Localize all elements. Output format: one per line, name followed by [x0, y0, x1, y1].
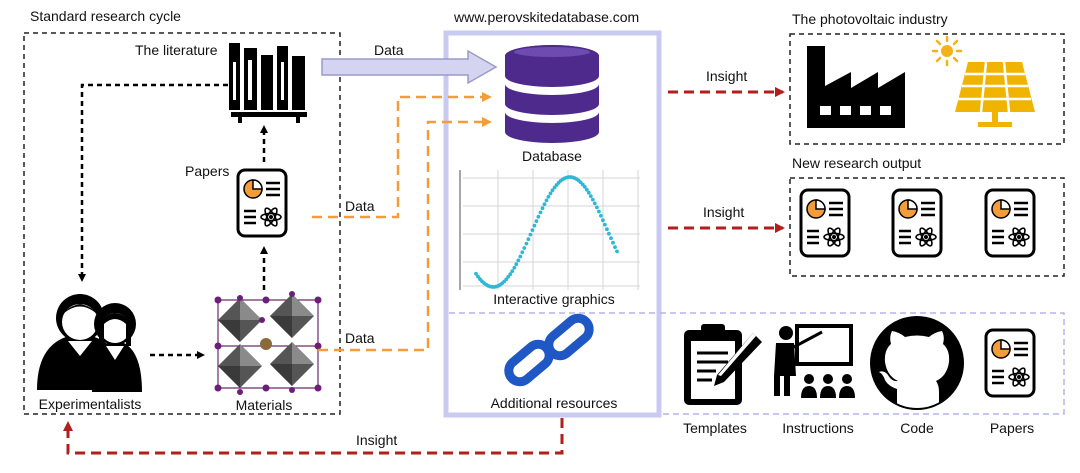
sine-dot: [603, 222, 607, 227]
insight-label-output: Insight: [703, 204, 745, 220]
templates-label: Templates: [683, 420, 747, 436]
materials-label: Materials: [235, 397, 293, 413]
website-label: www.perovskitedatabase.com: [454, 9, 640, 25]
sine-dot: [590, 197, 595, 202]
insight-label-bottom: Insight: [356, 432, 398, 448]
sine-dot: [510, 269, 515, 273]
sine-dot: [508, 272, 513, 277]
sine-dot: [586, 190, 591, 195]
sine-dot: [514, 262, 519, 267]
sine-dot: [601, 218, 605, 223]
sine-dot: [512, 265, 517, 270]
resources-paper-icon: [984, 328, 1036, 398]
research-cycle-frame: [23, 32, 341, 415]
sine-dot: [550, 188, 555, 193]
sine-dot: [524, 241, 529, 246]
resources-papers-label: Papers: [989, 420, 1035, 436]
sine-dot: [582, 185, 587, 189]
teacher-presentation-icon: [774, 324, 855, 398]
industry-title: The photovoltaic industry: [792, 11, 948, 27]
sine-dot: [615, 249, 619, 254]
sun-icon: [931, 35, 963, 67]
sine-dot: [532, 223, 537, 228]
sine-dot: [607, 231, 611, 236]
instructions-label: Instructions: [782, 420, 854, 436]
sine-dot: [506, 275, 511, 279]
github-icon: [870, 316, 964, 410]
sine-dot: [613, 245, 617, 250]
output-paper-icon-3: [984, 188, 1036, 258]
additional-resources-label: Additional resources: [490, 395, 618, 411]
new-output-frame: [789, 177, 1065, 277]
experimentalists-icon: [37, 294, 142, 392]
sine-dot: [520, 250, 525, 255]
insight-label-industry: Insight: [706, 68, 748, 84]
output-paper-icon-2: [891, 188, 943, 258]
sine-dot: [522, 246, 527, 250]
sine-dot: [588, 194, 593, 199]
sine-dot: [534, 219, 539, 224]
sine-dot: [526, 237, 531, 242]
sine-dot: [536, 214, 541, 219]
sine-dot: [538, 210, 543, 215]
sine-dot: [548, 191, 553, 196]
papers-label: Papers: [185, 163, 230, 179]
sine-dot: [611, 240, 615, 245]
interactive-graphics-icon: [459, 170, 640, 290]
data-label-literature: Data: [374, 42, 404, 58]
chain-link-icon: [504, 313, 594, 387]
database-icon: [505, 45, 599, 143]
sine-dot: [518, 254, 523, 259]
data-arrow-materials: [318, 117, 492, 352]
sine-dot: [597, 209, 601, 214]
sine-dot: [530, 228, 535, 233]
materials-icon: [214, 291, 322, 395]
papers-icon: [236, 168, 288, 238]
interactive-graphics-label: Interactive graphics: [493, 291, 615, 307]
sine-dot: [516, 258, 521, 263]
database-column-frame: [443, 30, 662, 418]
sine-dot: [540, 206, 545, 211]
industry-frame: [789, 33, 1065, 145]
sine-dot: [544, 198, 549, 203]
cycle-arrow-literature-to-experimentalists: [78, 83, 228, 282]
code-label: Code: [900, 420, 934, 436]
sine-dot: [546, 194, 551, 199]
data-arrow-papers: [312, 92, 492, 219]
data-label-materials: Data: [345, 330, 375, 346]
sine-dot: [599, 213, 603, 218]
sine-dot: [474, 271, 478, 276]
sine-dot: [605, 227, 609, 232]
sine-dot: [592, 201, 597, 206]
resources-frame: [660, 312, 1065, 415]
clipboard-pencil-icon: [684, 324, 762, 405]
data-arrow-literature: [321, 49, 498, 85]
insight-arrow-bottom: [63, 418, 564, 455]
data-label-papers: Data: [345, 198, 375, 214]
solar-panel-icon: [955, 61, 1035, 127]
sine-dot: [584, 187, 589, 192]
books-icon: [229, 43, 307, 123]
sine-dot: [528, 232, 533, 237]
output-paper-icon-1: [799, 188, 851, 258]
database-label: Database: [522, 148, 582, 164]
factory-icon: [807, 46, 905, 128]
sine-dot: [609, 236, 613, 241]
literature-label: The literature: [135, 42, 218, 58]
new-output-title: New research output: [792, 155, 922, 171]
cycle-title: Standard research cycle: [30, 8, 181, 24]
sine-dot: [595, 205, 599, 210]
experimentalists-label: Experimentalists: [38, 396, 142, 412]
sine-dot: [542, 202, 547, 207]
